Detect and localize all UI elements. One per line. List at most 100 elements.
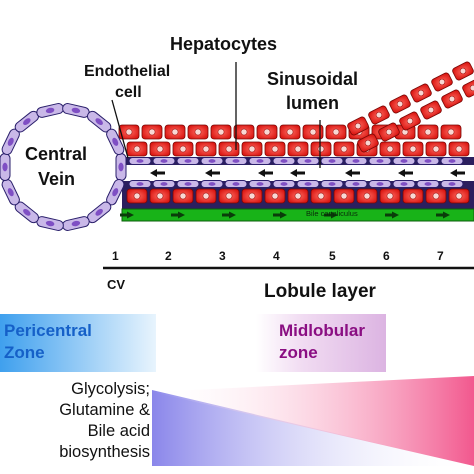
hepatocyte-cell bbox=[448, 141, 470, 157]
endothelial-cell bbox=[344, 157, 368, 165]
pericentral-zone-line1: Pericentral bbox=[4, 321, 92, 340]
hepatocyte-cell bbox=[164, 124, 186, 140]
endothelial-cell bbox=[115, 153, 127, 181]
central-vein-label-line1: Central bbox=[25, 144, 88, 164]
hepatocyte-cell bbox=[187, 124, 209, 140]
cv-label: CV bbox=[107, 277, 126, 292]
endothelial-cell bbox=[272, 157, 296, 165]
arrow-right-icon bbox=[436, 211, 450, 219]
pericentral-zone-line2: Zone bbox=[4, 343, 45, 362]
endothelial-cell bbox=[200, 157, 224, 165]
hepatocytes-label: Hepatocytes bbox=[170, 34, 278, 54]
hepatocyte-cell bbox=[287, 188, 309, 204]
hepatocyte-cell bbox=[356, 188, 378, 204]
endothelial-cell bbox=[224, 157, 248, 165]
hepatocyte-cell bbox=[210, 124, 232, 140]
layer-number-7: 7 bbox=[437, 249, 444, 263]
endothelial-cell bbox=[416, 180, 440, 188]
endothelial-cell bbox=[248, 157, 272, 165]
endothelial-cell bbox=[1, 128, 20, 155]
endothelial-cell bbox=[128, 180, 152, 188]
hepatocyte-cell bbox=[368, 105, 390, 125]
hepatocyte-cell bbox=[462, 78, 474, 98]
layer-number-1: 1 bbox=[112, 249, 119, 263]
hepatocyte-cell bbox=[310, 188, 332, 204]
hepatocyte-cell bbox=[425, 141, 447, 157]
layer-number-4: 4 bbox=[273, 249, 280, 263]
endothelial-cell bbox=[344, 180, 368, 188]
hepatocyte-cell bbox=[149, 141, 171, 157]
midlobular-gradient-wedge bbox=[152, 376, 474, 466]
function-glycolysis: Glycolysis; bbox=[71, 380, 150, 398]
endothelial-cell bbox=[392, 180, 416, 188]
hepatocyte-cell bbox=[333, 141, 355, 157]
endothelial-cell bbox=[224, 180, 248, 188]
endothelial-cell bbox=[36, 103, 64, 118]
hepatocyte-cell bbox=[218, 188, 240, 204]
hepatocyte-cell bbox=[302, 124, 324, 140]
pericentral-functions: Glycolysis; Glutamine & Bile acid biosyn… bbox=[0, 379, 150, 463]
endothelial-cell bbox=[152, 157, 176, 165]
hepatocyte-cell bbox=[256, 124, 278, 140]
hepatocyte-cell bbox=[310, 141, 332, 157]
hepatocyte-cell bbox=[172, 188, 194, 204]
hepatocyte-cell bbox=[431, 72, 453, 92]
sinusoidal-lumen-label-line2: lumen bbox=[286, 93, 340, 113]
bile-flow-arrows bbox=[120, 211, 450, 219]
endothelial-cell bbox=[392, 157, 416, 165]
hepatocyte-cell bbox=[378, 122, 400, 142]
endothelial-cell bbox=[440, 157, 464, 165]
function-glutamine: Glutamine & bbox=[59, 401, 150, 419]
endothelial-cell bbox=[152, 180, 176, 188]
endothelial-cell-label-line2: cell bbox=[115, 84, 142, 101]
hepatocyte-cell bbox=[402, 188, 424, 204]
sinusoidal-lumen-label-line1: Sinusoidal bbox=[267, 69, 359, 89]
endothelial-row-bottom bbox=[128, 180, 464, 188]
endothelial-cell bbox=[320, 180, 344, 188]
lobule-layer-label: Lobule layer bbox=[264, 281, 376, 302]
arrow-left-icon bbox=[398, 169, 413, 177]
hepatocyte-cell bbox=[279, 124, 301, 140]
hepatocyte-cell bbox=[420, 100, 442, 120]
arrow-left-icon bbox=[345, 169, 360, 177]
endothelial-cell bbox=[176, 157, 200, 165]
hepatocyte-cell bbox=[172, 141, 194, 157]
midlobular-zone: Midlobular zone bbox=[279, 320, 365, 364]
endothelial-cell bbox=[128, 157, 152, 165]
pericentral-zone: Pericentral Zone bbox=[4, 320, 92, 364]
arrow-left-icon bbox=[450, 169, 465, 177]
layer-number-5: 5 bbox=[329, 249, 336, 263]
endothelial-row-top bbox=[128, 157, 464, 165]
hepatocyte-cell bbox=[417, 124, 439, 140]
hepatocyte-cell bbox=[233, 124, 255, 140]
endothelial-cell bbox=[106, 128, 125, 155]
arrow-left-icon bbox=[290, 169, 305, 177]
hepatocyte-cell bbox=[264, 141, 286, 157]
hepatocyte-cell bbox=[440, 124, 462, 140]
endothelial-cell bbox=[296, 180, 320, 188]
function-biosynthesis: biosynthesis bbox=[59, 443, 150, 461]
layer-number-3: 3 bbox=[219, 249, 226, 263]
hepatocyte-cell bbox=[379, 188, 401, 204]
endothelial-cell bbox=[200, 180, 224, 188]
layer-number-2: 2 bbox=[165, 249, 172, 263]
midlobular-zone-line1: Midlobular bbox=[279, 321, 365, 340]
hepatocyte-cell bbox=[448, 188, 470, 204]
hepatocyte-cell bbox=[241, 141, 263, 157]
arrow-left-icon bbox=[150, 169, 165, 177]
hepatocyte-cell bbox=[141, 124, 163, 140]
hepatocyte-row-branch bbox=[347, 61, 474, 153]
hepatocyte-cell bbox=[379, 141, 401, 157]
hepatocyte-cell bbox=[218, 141, 240, 157]
hepatocyte-cell bbox=[118, 124, 140, 140]
hepatocyte-cell bbox=[264, 188, 286, 204]
central-vein-lumen bbox=[11, 115, 115, 219]
function-bile-acid: Bile acid bbox=[87, 422, 150, 440]
hepatocyte-cell bbox=[333, 188, 355, 204]
hepatocyte-cell bbox=[402, 141, 424, 157]
endothelial-cell bbox=[106, 179, 125, 206]
endothelial-cell bbox=[368, 180, 392, 188]
central-vein-wall bbox=[0, 103, 127, 231]
endothelial-cell bbox=[272, 180, 296, 188]
